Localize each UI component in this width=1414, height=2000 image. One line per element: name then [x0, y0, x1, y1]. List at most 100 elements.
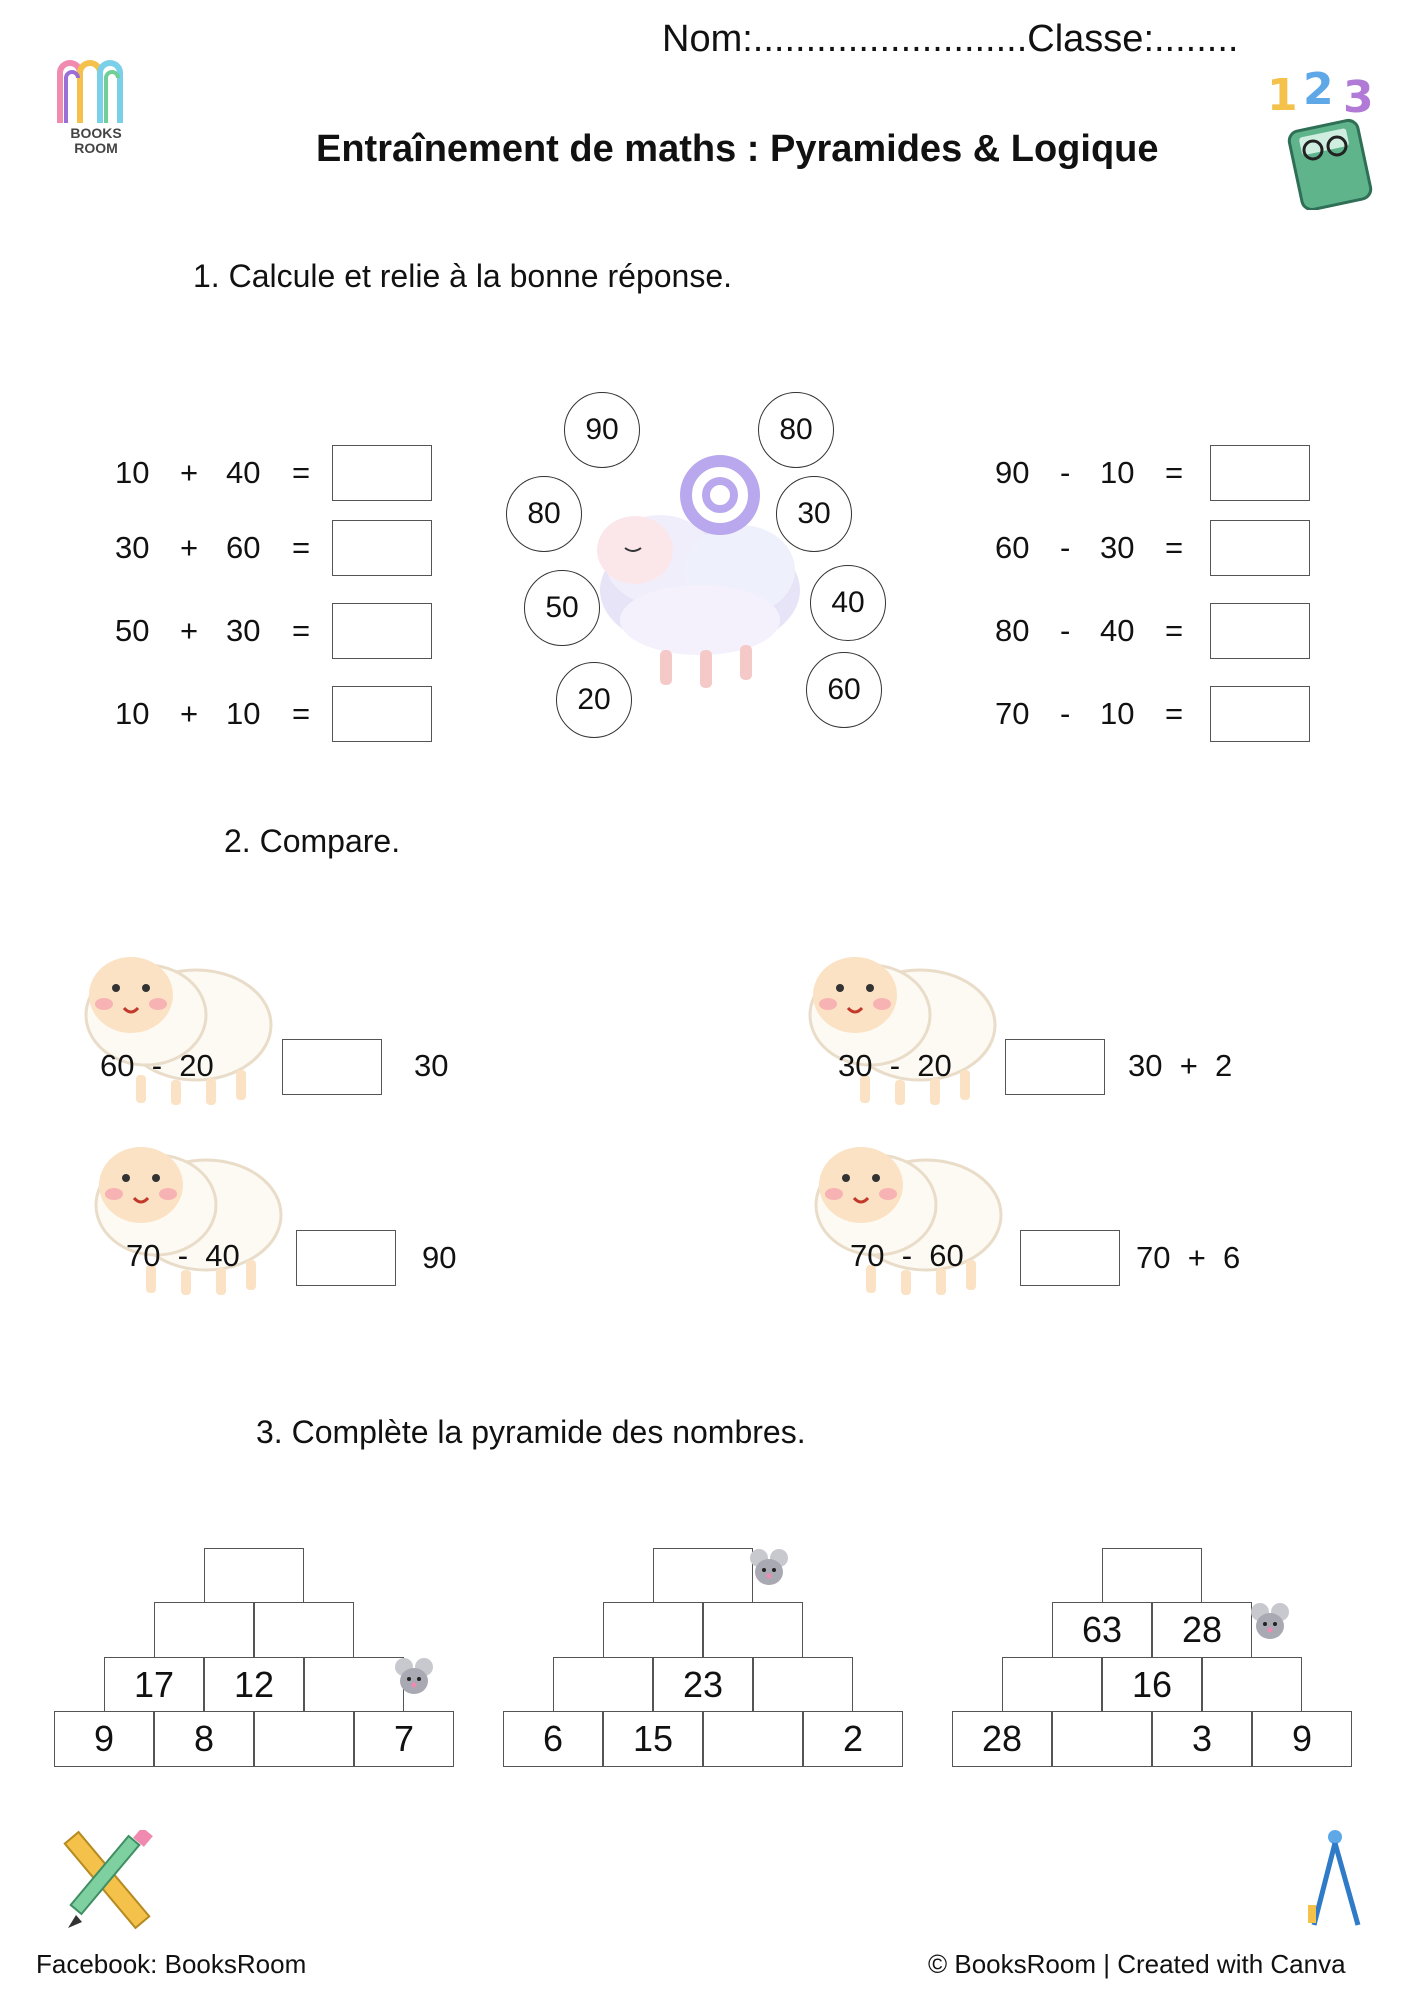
answer-box[interactable]: [332, 520, 432, 576]
compare-sign-box[interactable]: [1005, 1039, 1105, 1095]
equation-part: +: [180, 530, 199, 565]
footer-copyright: © BooksRoom | Created with Canva: [928, 1949, 1346, 1979]
equation-part: -: [1060, 696, 1071, 731]
equation-part: =: [1165, 530, 1184, 565]
answer-circle[interactable]: 80: [506, 476, 582, 552]
pyramid-cell: 17: [104, 1657, 204, 1713]
pyramid-cell[interactable]: [553, 1657, 653, 1713]
compare-right-expression: 70 + 6: [1136, 1240, 1241, 1275]
equation-part: 90: [995, 455, 1030, 490]
equation-part: -: [1060, 613, 1071, 648]
equation-part: 70: [995, 696, 1030, 731]
pyramid-cell[interactable]: [254, 1602, 354, 1658]
pyramid-cell: 23: [653, 1657, 753, 1713]
equation-part: 30: [115, 530, 150, 565]
name-class-line: Nom:..........................Classe:...…: [662, 18, 1239, 60]
answer-box[interactable]: [332, 603, 432, 659]
answer-box[interactable]: [332, 686, 432, 742]
equation-part: -: [1060, 455, 1071, 490]
answer-box[interactable]: [332, 445, 432, 501]
section3-title: 3. Complète la pyramide des nombres.: [256, 1414, 806, 1450]
page-title: Entraînement de maths : Pyramides & Logi…: [316, 128, 1159, 170]
pyramid-cell: 63: [1052, 1602, 1152, 1658]
pyramid-cell[interactable]: [204, 1548, 304, 1604]
compare-sign-box[interactable]: [296, 1230, 396, 1286]
pyramid-cell[interactable]: [1052, 1711, 1152, 1767]
answer-box[interactable]: [1210, 520, 1310, 576]
compare-right-expression: 90: [422, 1240, 457, 1275]
pyramid-cell[interactable]: [254, 1711, 354, 1767]
answer-box[interactable]: [1210, 445, 1310, 501]
mouse-icon: [747, 1548, 791, 1597]
equation-part: 40: [226, 455, 261, 490]
compare-sign-box[interactable]: [1020, 1230, 1120, 1286]
compare-left-expression: 60 - 20: [100, 1048, 214, 1083]
subtraction-row: 90-10=: [0, 445, 1414, 501]
pyramid-cell[interactable]: [1102, 1548, 1202, 1604]
answer-box[interactable]: [1210, 686, 1310, 742]
equation-part: 10: [115, 455, 150, 490]
answer-circle[interactable]: 30: [776, 476, 852, 552]
pyramid-cell: 9: [1252, 1711, 1352, 1767]
pyramid-cell[interactable]: [603, 1602, 703, 1658]
equation-part: =: [1165, 696, 1184, 731]
calculator-icon: 1 2 3: [1265, 64, 1390, 212]
equation-part: 10: [1100, 455, 1135, 490]
equation-part: 60: [226, 530, 261, 565]
pyramid-cell: 6: [503, 1711, 603, 1767]
svg-text:3: 3: [1343, 72, 1374, 123]
answer-circle[interactable]: 90: [564, 392, 640, 468]
answer-box[interactable]: [1210, 603, 1310, 659]
compare-left-expression: 30 - 20: [838, 1048, 952, 1083]
pyramid-cell[interactable]: [154, 1602, 254, 1658]
equation-part: 10: [115, 696, 150, 731]
pyramid-cell[interactable]: [703, 1602, 803, 1658]
svg-text:2: 2: [1303, 70, 1334, 115]
mouse-icon: [392, 1657, 436, 1706]
pyramid-cell[interactable]: [653, 1548, 753, 1604]
pyramid-cell[interactable]: [703, 1711, 803, 1767]
pyramid-cell: 7: [354, 1711, 454, 1767]
answer-circle[interactable]: 80: [758, 392, 834, 468]
answer-circle[interactable]: 40: [810, 565, 886, 641]
equation-part: =: [1165, 455, 1184, 490]
logo-text: BOOKS ROOM: [70, 125, 122, 156]
equation-part: -: [1060, 530, 1071, 565]
equation-part: +: [180, 613, 199, 648]
answer-circle[interactable]: 20: [556, 662, 632, 738]
compare-left-expression: 70 - 40: [126, 1238, 240, 1273]
pyramid-cell[interactable]: [1202, 1657, 1302, 1713]
pyramid-cell[interactable]: [753, 1657, 853, 1713]
equation-part: +: [180, 455, 199, 490]
pyramid-cell: 28: [1152, 1602, 1252, 1658]
addition-row: 10+10=: [0, 686, 700, 742]
section2-title: 2. Compare.: [224, 823, 401, 859]
sheep-illustration: [86, 1130, 286, 1305]
equation-part: =: [1165, 613, 1184, 648]
equation-part: 50: [115, 613, 150, 648]
equation-part: 30: [1100, 530, 1135, 565]
pyramid-cell: 16: [1102, 1657, 1202, 1713]
equation-part: +: [180, 696, 199, 731]
section1-title: 1. Calcule et relie à la bonne réponse.: [193, 258, 733, 294]
pyramid-cell: 28: [952, 1711, 1052, 1767]
subtraction-row: 80-40=: [0, 603, 1414, 659]
compass-icon: [1300, 1825, 1370, 1935]
addition-row: 10+40=: [0, 445, 700, 501]
equation-part: 40: [1100, 613, 1135, 648]
pyramid-cell: 2: [803, 1711, 903, 1767]
pyramid-cell[interactable]: [1002, 1657, 1102, 1713]
answer-circle[interactable]: 50: [524, 570, 600, 646]
answer-circle[interactable]: 60: [806, 652, 882, 728]
sheep-illustration: [76, 940, 276, 1115]
equation-part: 10: [1100, 696, 1135, 731]
ram-illustration: [570, 450, 820, 700]
pyramid-cell[interactable]: [304, 1657, 404, 1713]
pyramid-cell: 8: [154, 1711, 254, 1767]
compare-right-expression: 30: [414, 1048, 449, 1083]
compare-sign-box[interactable]: [282, 1039, 382, 1095]
equation-part: =: [292, 530, 311, 565]
booksroom-logo: BOOKS ROOM: [28, 28, 158, 158]
compare-left-expression: 70 - 60: [850, 1238, 964, 1273]
svg-text:1: 1: [1267, 70, 1298, 121]
